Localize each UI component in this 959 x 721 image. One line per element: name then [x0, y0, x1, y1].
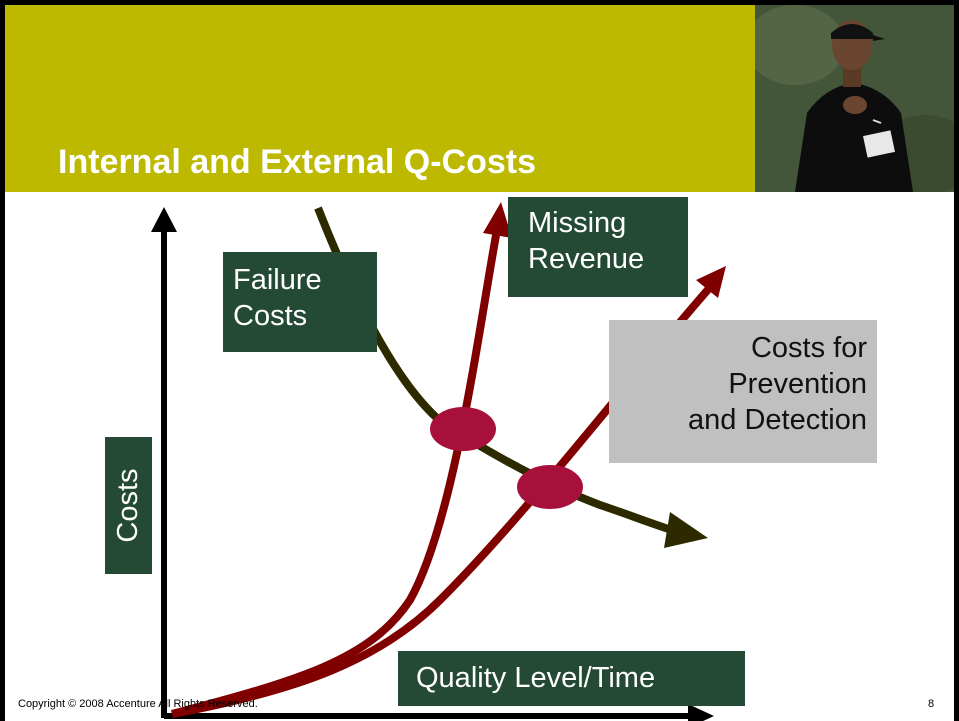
missing-revenue-label-line1: Missing — [528, 207, 627, 239]
y-axis-label-box — [105, 437, 152, 574]
failure-costs-label-line1: Failure — [233, 264, 322, 296]
slide-title: Internal and External Q-Costs — [58, 143, 536, 181]
copyright-text: Copyright © 2008 Accenture All Rights Re… — [18, 698, 258, 710]
missing-revenue-curve — [170, 229, 501, 718]
missing-revenue-arrowhead-icon — [483, 202, 512, 238]
frame-border-right — [954, 0, 959, 721]
x-axis-label-text: Quality Level/Time — [416, 662, 656, 694]
prevention-costs-label-line1: Costs for — [750, 332, 867, 364]
frame-border-left — [0, 0, 5, 721]
missing-revenue-label-line2: Revenue — [528, 243, 645, 275]
intersection-marker-revenue-failure — [430, 407, 496, 451]
title-banner — [5, 5, 755, 192]
y-axis-label: Costs — [112, 468, 144, 543]
failure-costs-label: Failure Costs — [223, 252, 377, 352]
person-photo — [755, 5, 954, 192]
y-axis-arrowhead-icon — [151, 207, 177, 232]
failure-costs-label-line2: Costs — [233, 300, 308, 332]
x-axis-label: Quality Level/Time — [398, 651, 745, 706]
intersection-marker-prevention-failure — [517, 465, 583, 509]
missing-revenue-label: Missing Revenue — [508, 197, 688, 297]
frame-border-top — [0, 0, 959, 5]
x-axis-arrowhead-icon — [688, 704, 714, 721]
failure-costs-arrowhead-icon — [664, 512, 708, 548]
person-photo-icon — [755, 5, 954, 192]
prevention-costs-label-line3: and Detection — [688, 404, 867, 436]
prevention-costs-label-line2: Prevention — [728, 368, 867, 400]
page-number: 8 — [928, 698, 935, 710]
prevention-costs-arrowhead-icon — [696, 266, 726, 298]
prevention-costs-label: Costs for Prevention and Detection — [609, 320, 877, 463]
